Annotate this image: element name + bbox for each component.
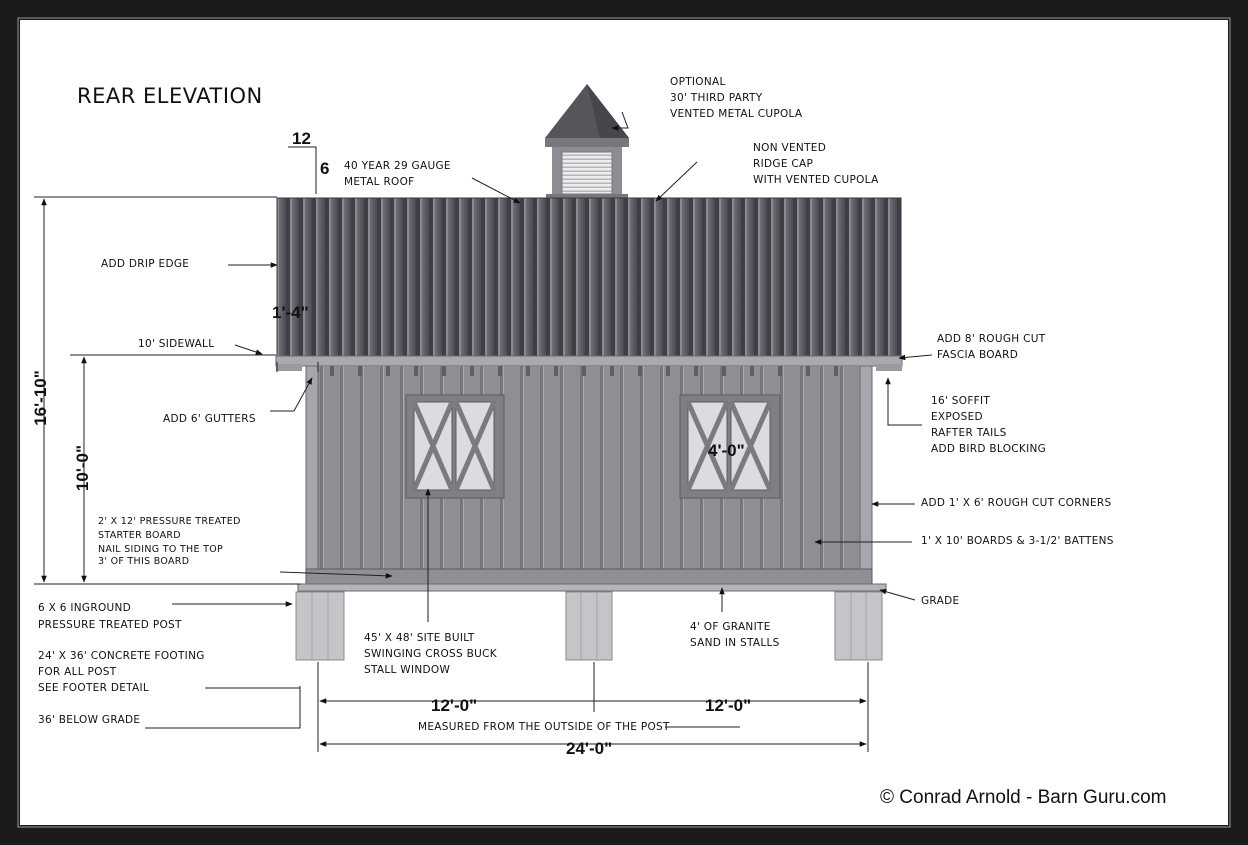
note-window: 45' X 48' SITE BUILT SWINGING CROSS BUCK… <box>364 632 501 676</box>
bay-right-dimension: 12'-0" <box>705 696 751 715</box>
sidewall-height-dimension: 10'-0" <box>73 445 92 491</box>
note-footing: 24' X 36' CONCRETE FOOTING FOR ALL POST … <box>38 650 208 694</box>
starter-board <box>305 568 873 585</box>
note-ridge: NON VENTED RIDGE CAP WITH VENTED CUPOLA <box>753 142 879 186</box>
note-starter: 2' X 12' PRESSURE TREATED STARTER BOARD … <box>98 516 244 567</box>
note-sand: 4' OF GRANITE SAND IN STALLS <box>690 621 780 649</box>
corner-board-left <box>305 365 319 574</box>
note-roof: 40 YEAR 29 GAUGE METAL ROOF <box>344 160 454 188</box>
note-drip-edge: ADD DRIP EDGE <box>101 258 189 270</box>
note-corners: ADD 1' X 6' ROUGH CUT CORNERS <box>921 497 1111 509</box>
pitch-run: 12 <box>292 129 311 148</box>
stall-window-left <box>405 394 505 499</box>
note-post: 6 X 6 INGROUND PRESSURE TREATED POST <box>38 602 182 631</box>
note-boards: 1' X 10' BOARDS & 3-1/2' BATTENS <box>921 535 1114 547</box>
note-below-grade: 36' BELOW GRADE <box>38 714 140 726</box>
note-soffit: 16' SOFFIT EXPOSED RAFTER TAILS ADD BIRD… <box>931 395 1046 455</box>
rafter-tails <box>330 366 838 376</box>
pitch-rise: 6 <box>320 159 329 178</box>
metal-roof <box>277 198 901 358</box>
stall-window-right <box>679 394 781 499</box>
note-sidewall: 10' SIDEWALL <box>138 338 214 350</box>
note-fascia: ADD 8' ROUGH CUT FASCIA BOARD <box>937 333 1049 361</box>
fascia-board <box>275 355 903 367</box>
drawing-title: REAR ELEVATION <box>77 84 263 108</box>
window-width-dimension: 4'-0" <box>708 441 745 460</box>
note-gutters: ADD 6' GUTTERS <box>163 413 256 425</box>
measured-note: MEASURED FROM THE OUTSIDE OF THE POST <box>418 721 670 733</box>
bay-left-dimension: 12'-0" <box>431 696 477 715</box>
note-cupola: OPTIONAL 30' THIRD PARTY VENTED METAL CU… <box>670 76 803 120</box>
copyright: © Conrad Arnold - Barn Guru.com <box>880 787 1166 808</box>
gutter <box>276 364 302 371</box>
grade-line <box>297 583 887 592</box>
overall-height-dimension: 16'-10" <box>31 370 50 426</box>
note-grade: GRADE <box>921 595 959 607</box>
overall-width-dimension: 24'-0" <box>566 739 612 758</box>
overhang-dimension: 1'-4" <box>272 303 309 322</box>
cupola-louver <box>561 151 613 195</box>
post-footings <box>295 591 883 661</box>
